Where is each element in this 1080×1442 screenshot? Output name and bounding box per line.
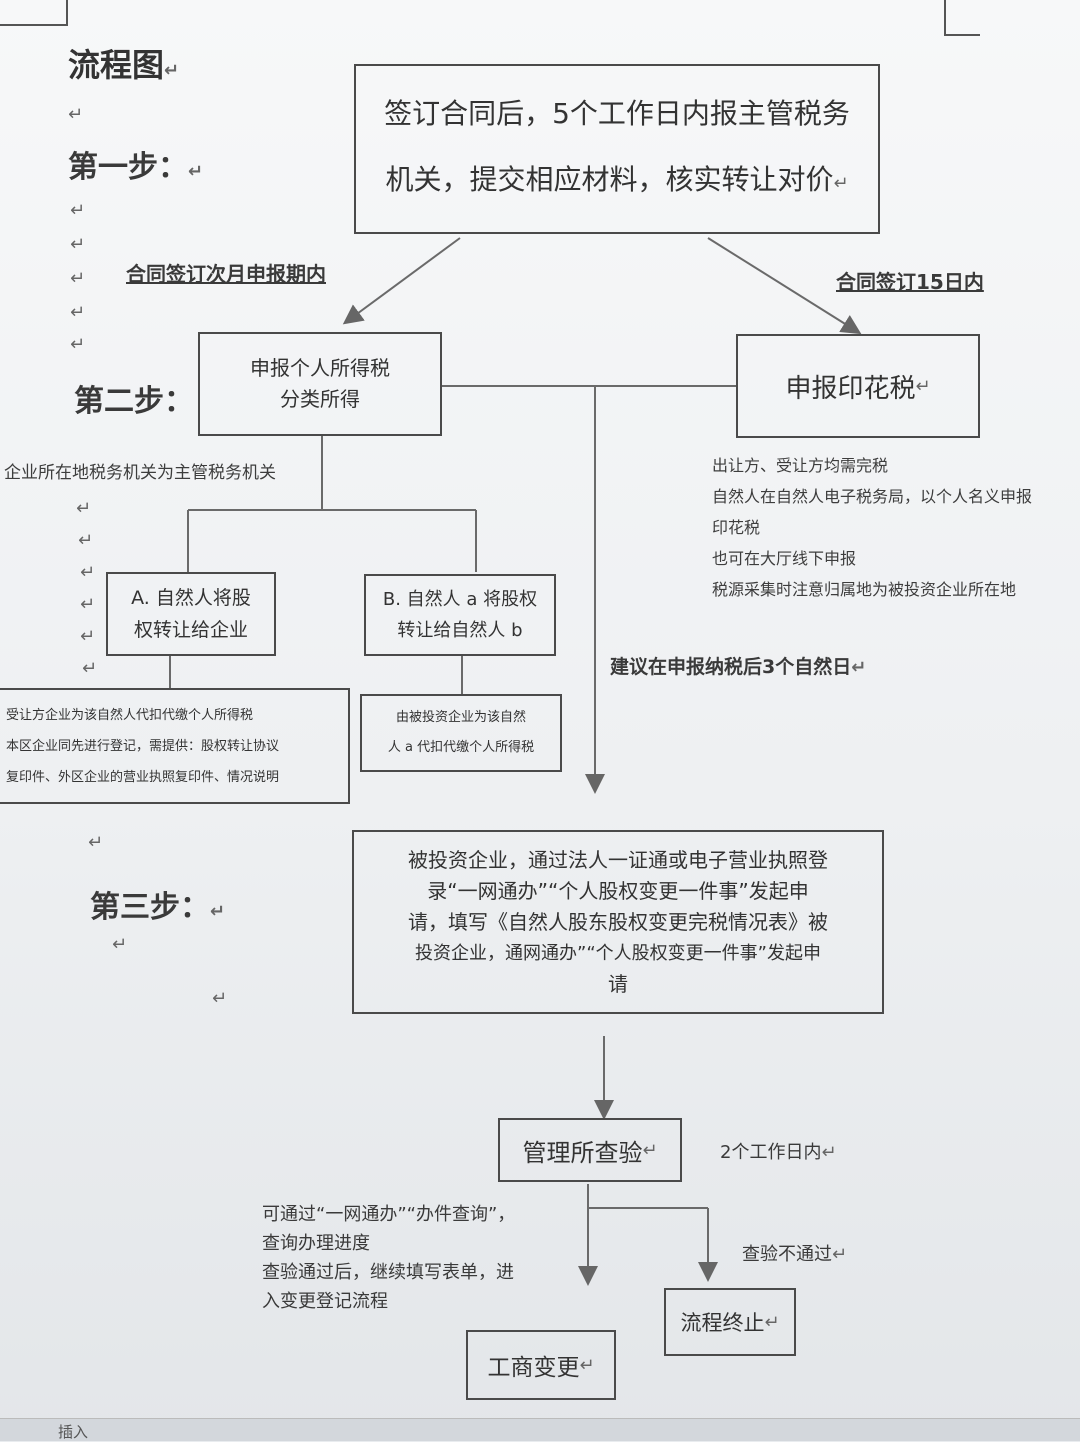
process-end-box: 流程终止↵ <box>664 1288 796 1356</box>
paragraph-mark: ↵ <box>70 200 86 221</box>
paragraph-mark: ↵ <box>112 934 128 955</box>
status-bar: 插入 <box>0 1418 1080 1441</box>
paragraph-mark: ↵ <box>851 657 867 678</box>
inspection-note: 可通过“一网通办”“办件查询”， 查询办理进度 查验通过后，继续填写表单，进 入… <box>262 1200 515 1316</box>
status-insert-mode[interactable]: 插入 <box>58 1423 89 1441</box>
arrow-contract-to-income-tax <box>342 237 461 325</box>
paragraph-mark: ↵ <box>833 173 849 194</box>
income-tax-line2: 分类所得 <box>280 387 360 411</box>
paragraph-mark: ↵ <box>579 1354 595 1376</box>
paragraph-mark: ↵ <box>70 302 86 323</box>
stamp-tax-notes: 出让方、受让方均需完税 自然人在自然人电子税务局，以个人名义申报 印花税 也可在… <box>712 450 1072 605</box>
step-3-line1: 被投资企业，通过法人一证通或电子营业执照登 <box>408 847 828 872</box>
option-b-box: B. 自然人 a 将股权 转让给自然人 b <box>364 574 556 656</box>
paragraph-mark: ↵ <box>80 594 96 615</box>
option-a-line1: A. 自然人将股 <box>131 587 251 609</box>
contract-box-line1: 签订合同后，5个工作日内报主管税务 <box>384 97 850 130</box>
option-b-detail-box: 由被投资企业为该自然 人 a 代扣代缴个人所得税 <box>360 694 562 772</box>
paragraph-mark: ↵ <box>88 832 104 853</box>
option-b-line1: B. 自然人 a 将股权 <box>382 589 538 610</box>
inspection-box: 管理所查验↵ <box>498 1118 682 1182</box>
option-b-detail-line2: 人 a 代扣代缴个人所得税 <box>387 740 535 755</box>
paragraph-mark: ↵ <box>76 498 92 519</box>
page-corner-mark-left <box>0 0 68 26</box>
inspection-note-line4: 入变更登记流程 <box>262 1291 388 1312</box>
edge-label-next-month: 合同签订次月申报期内 <box>126 262 326 286</box>
option-a-detail-line2: 本区企业同先进行登记，需提供：股权转让协议 <box>6 738 280 754</box>
income-tax-box: 申报个人所得税 分类所得 <box>198 332 442 436</box>
option-a-detail-line1: 受让方企业为该自然人代扣代缴个人所得税 <box>6 707 254 723</box>
paragraph-mark: ↵ <box>80 562 96 583</box>
page-corner-mark-right <box>944 0 980 36</box>
step-3-line4: 投资企业，通网通办”“个人股权变更一件事”发起申 <box>415 942 821 964</box>
option-a-box: A. 自然人将股 权转让给企业 <box>106 572 276 656</box>
option-b-line2: 转让给自然人 b <box>397 620 523 641</box>
inspection-note-line2: 查询办理进度 <box>262 1233 370 1254</box>
paragraph-mark: ↵ <box>188 161 204 182</box>
stamp-note-2: 自然人在自然人电子税务局，以个人名义申报 <box>712 487 1033 506</box>
paragraph-mark: ↵ <box>915 375 931 397</box>
paragraph-mark: ↵ <box>212 988 228 1009</box>
paragraph-mark: ↵ <box>70 334 86 355</box>
step-3-line3: 请，填写《自然人股东股权变更完税情况表》被 <box>408 909 828 934</box>
option-b-detail-line1: 由被投资企业为该自然 <box>395 710 526 725</box>
paragraph-mark: ↵ <box>70 234 86 255</box>
contract-box: 签订合同后，5个工作日内报主管税务 机关，提交相应材料，核实转让对价↵ <box>354 64 880 234</box>
stamp-note-1: 出让方、受让方均需完税 <box>712 456 889 475</box>
edge-label-15-days: 合同签订15日内 <box>836 270 984 294</box>
step-3-line2: 录“一网通办”“个人股权变更一件事”发起申 <box>427 878 809 903</box>
page-title: 流程图↵ <box>68 46 180 84</box>
income-tax-line1: 申报个人所得税 <box>250 356 390 380</box>
step-3-box: 被投资企业，通过法人一证通或电子营业执照登 录“一网通办”“个人股权变更一件事”… <box>352 830 884 1014</box>
paragraph-mark: ↵ <box>68 104 84 125</box>
business-change-box: 工商变更↵ <box>466 1330 616 1400</box>
step-3-label: 第三步：↵ <box>90 890 226 925</box>
paragraph-mark: ↵ <box>80 626 96 647</box>
option-a-detail-line3: 复印件、外区企业的营业执照复印件、情况说明 <box>6 769 280 785</box>
step-1-label: 第一步：↵ <box>68 150 204 185</box>
tax-authority-note: 企业所在地税务机关为主管税务机关 <box>4 463 276 483</box>
paragraph-mark: ↵ <box>832 1244 848 1265</box>
option-a-line2: 权转让给企业 <box>133 619 248 641</box>
stamp-note-4: 也可在大厅线下申报 <box>712 549 857 568</box>
paragraph-mark: ↵ <box>82 658 98 679</box>
paragraph-mark: ↵ <box>70 268 86 289</box>
suggestion-note: 建议在申报纳税后3个自然日↵ <box>610 656 867 678</box>
step-3-line5: 请 <box>608 971 628 996</box>
stamp-tax-box: 申报印花税↵ <box>736 334 980 438</box>
inspection-note-line1: 可通过“一网通办”“办件查询”， <box>262 1204 516 1225</box>
paragraph-mark: ↵ <box>821 1142 837 1163</box>
step-2-label: 第二步： <box>74 384 194 419</box>
paragraph-mark: ↵ <box>78 530 94 551</box>
inspection-note-line3: 查验通过后，继续填写表单，进 <box>262 1262 514 1283</box>
option-a-detail-box: 受让方企业为该自然人代扣代缴个人所得税 本区企业同先进行登记，需提供：股权转让协… <box>0 688 350 804</box>
stamp-note-3: 印花税 <box>712 518 761 537</box>
paragraph-mark: ↵ <box>642 1139 658 1161</box>
contract-box-line2: 机关，提交相应材料，核实转让对价↵ <box>385 163 849 196</box>
stamp-note-5: 税源采集时注意归属地为被投资企业所在地 <box>712 580 1017 599</box>
paragraph-mark: ↵ <box>210 901 226 922</box>
arrow-contract-to-stamp-tax <box>707 237 862 335</box>
inspection-fail-label: 查验不通过↵ <box>742 1244 848 1265</box>
paragraph-mark: ↵ <box>764 1311 780 1333</box>
paragraph-mark: ↵ <box>164 60 180 81</box>
inspection-time: 2个工作日内↵ <box>720 1142 837 1163</box>
